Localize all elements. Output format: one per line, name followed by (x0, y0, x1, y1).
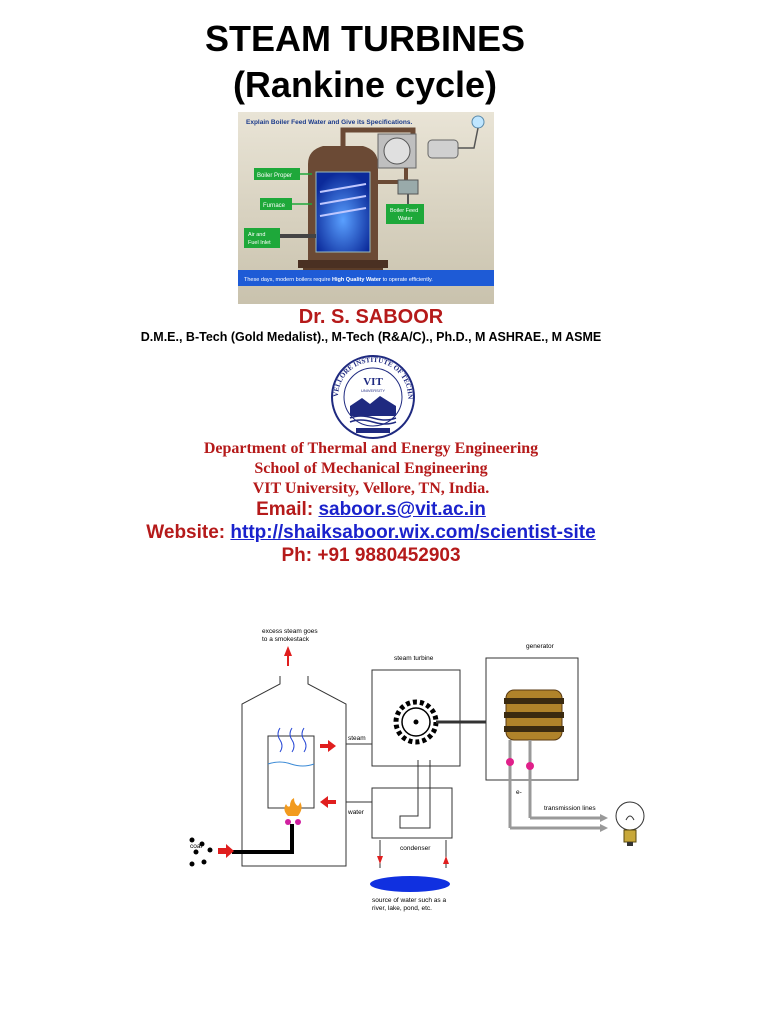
logo-subtitle: UNIVERSITY (361, 388, 385, 393)
label-boiler-proper: Boiler Proper (257, 173, 292, 179)
email-line: Email: saboor.s@vit.ac.in (0, 498, 742, 522)
boiler-caption: These days, modern boilers require High … (244, 277, 433, 283)
department: Department of Thermal and Energy Enginee… (203, 440, 539, 457)
phone-line: Ph: +91 9880452903 (281, 545, 461, 566)
university: VIT University, Vellore, TN, India. (252, 480, 490, 497)
label-steam: steam (348, 735, 366, 742)
website-link[interactable]: http://shaiksaboor.wix.com/scientist-sit… (230, 522, 596, 543)
website-line: Website: http://shaiksaboor.wix.com/scie… (0, 521, 742, 545)
label-feed-water-1: Boiler Feed (390, 208, 418, 214)
label-water: water (347, 809, 365, 816)
author-qualifications: D.M.E., B-Tech (Gold Medalist)., M-Tech … (140, 330, 602, 344)
label-steam-turbine: steam turbine (394, 655, 434, 662)
generator-barrel (504, 689, 564, 741)
label-excess-steam-1: excess steam goes (262, 628, 318, 635)
email-label: Email: (256, 499, 319, 520)
title-line-2: (Rankine cycle) (232, 64, 498, 105)
power-plant-diagram: excess steam goes to a smokestack coal s… (189, 628, 645, 912)
label-generator: generator (526, 643, 555, 650)
label-furnace: Furnace (263, 203, 286, 209)
vit-logo: VELLORE INSTITUTE OF TECHNOLOGY VIT UNIV… (330, 352, 415, 439)
label-air-fuel-1: Air and (248, 232, 265, 238)
label-transmission-lines: transmission lines (544, 805, 596, 812)
school: School of Mechanical Engineering (254, 460, 488, 477)
label-condenser: condenser (400, 845, 431, 852)
author-name: Dr. S. SABOOR (298, 306, 444, 328)
title-line-1: STEAM TURBINES (204, 18, 525, 59)
boiler-image-header: Explain Boiler Feed Water and Give its S… (246, 119, 412, 126)
logo-name: VIT (363, 376, 383, 388)
label-water-source-1: source of water such as a (372, 897, 446, 904)
website-label: Website: (146, 522, 231, 543)
light-bulb-icon (615, 801, 645, 846)
label-electrons: e- (516, 789, 522, 796)
email-link[interactable]: saboor.s@vit.ac.in (318, 499, 486, 520)
label-air-fuel-2: Fuel Inlet (248, 240, 271, 246)
label-feed-water-2: Water (398, 216, 413, 222)
label-water-source-2: river, lake, pond, etc. (372, 905, 432, 912)
boiler-feed-water-image: Explain Boiler Feed Water and Give its S… (238, 112, 494, 304)
label-excess-steam-2: to a smokestack (262, 636, 310, 643)
label-coal: coal (190, 843, 202, 850)
